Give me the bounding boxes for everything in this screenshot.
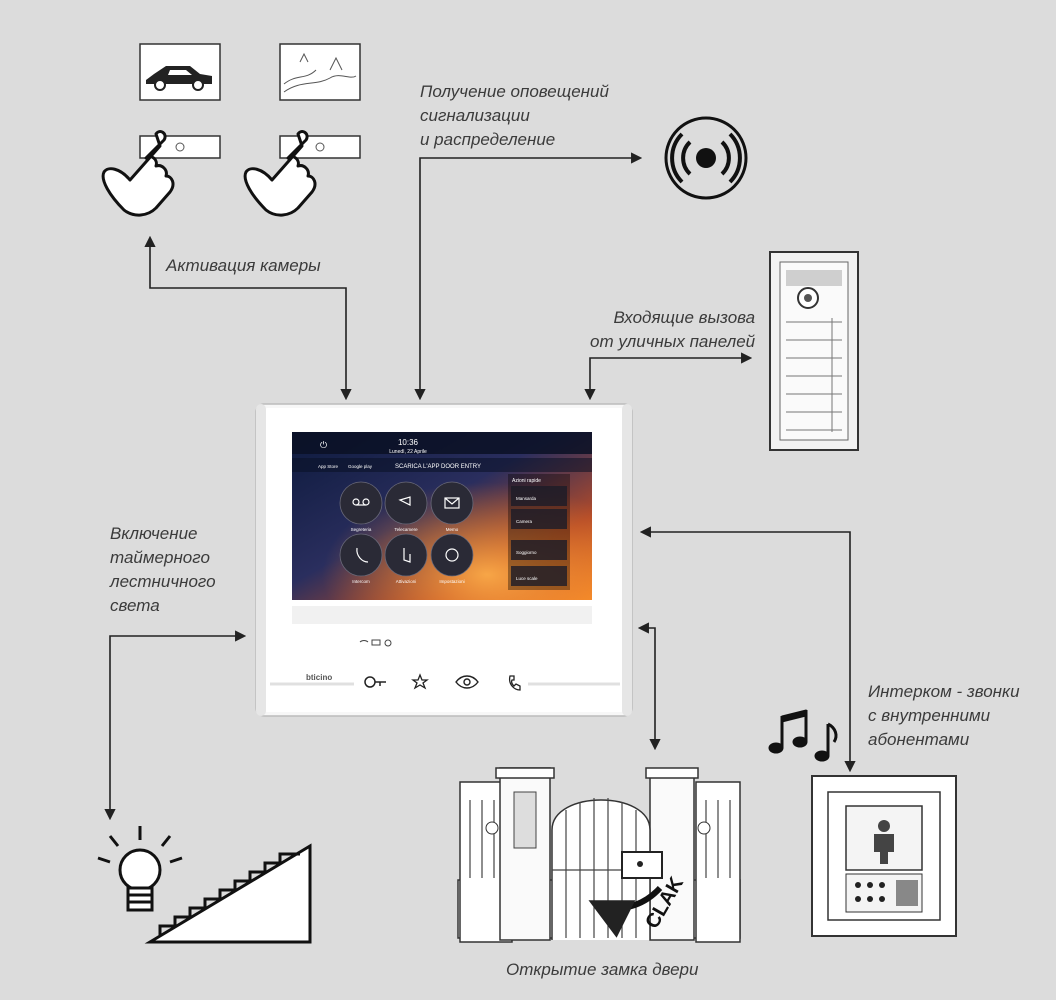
quick-item[interactable]: Mansarda [516,496,537,501]
segreteria-button [339,481,383,525]
star-icon[interactable] [411,673,429,690]
quick-item[interactable]: Camera [516,519,533,524]
music-notes-icon [768,709,838,762]
hand-pointer-icon [101,130,175,217]
button-label: Memo [446,527,459,532]
caption-camera: Активация камеры [166,256,321,275]
caption-intercom: Интерком - звонки с внутренними абонента… [868,682,1020,749]
screen-date: Lunedì, 22 Aprile [389,449,427,455]
button-label: Impostazioni [439,579,464,584]
eye-icon[interactable] [455,675,479,689]
quick-item[interactable]: Luce scale [516,576,538,581]
caption-stair: Включение таймерного лестничного света [110,524,216,615]
car-icon [146,66,212,91]
store-badge-1: App Store [318,464,339,469]
intercom-button [339,533,383,577]
hand-pointer-icon [243,130,317,217]
button-label: Attivazioni [396,579,417,584]
store-badge-2: Google play [348,464,373,469]
attivazioni-button [384,533,428,577]
caption-incoming: Входящие вызова от уличных панелей [590,308,756,351]
speaker-grille [292,606,592,624]
quick-item[interactable]: Soggiorno [516,550,537,555]
arrow-door [637,622,661,751]
arrow-stair [104,630,247,821]
staircase-icon [144,843,312,944]
gate-icon [457,767,741,943]
app-banner: SCARICA L'APP DOOR ENTRY [395,464,481,470]
button-label: Intercom [352,579,370,584]
memo-button [430,481,474,525]
caption-alarm: Получение оповещений сигнализации и расп… [420,82,609,149]
caption-door: Открытие замка двери [506,960,699,979]
brand-logo: bticino [306,673,332,682]
light-bulb-icon [97,826,183,912]
car-camera-tile [139,43,221,101]
arrow-intercom [639,526,856,773]
landscape-camera-tile [279,43,361,101]
indoor-station-icon [811,775,957,937]
arrow-incoming [584,352,753,401]
door-panel-icon [769,251,859,451]
connector-arrows [104,152,856,821]
impostazioni-button [430,533,474,577]
button-label: Segreteria [351,527,372,532]
landscape-icon [283,52,357,93]
arrow-camera [144,235,352,401]
key-icon[interactable] [364,676,386,688]
quick-actions-title: Azioni rapide [512,478,541,484]
video-monitor [255,403,633,717]
phone-icon[interactable] [508,675,521,691]
power-icon[interactable]: ⏻ [320,440,327,450]
screen-buttons [339,481,474,577]
arrow-alarm [414,152,643,401]
alarm-siren-icon [664,116,748,200]
screen-time: 10:36 [398,438,419,447]
button-label: Telecamere [394,527,418,532]
